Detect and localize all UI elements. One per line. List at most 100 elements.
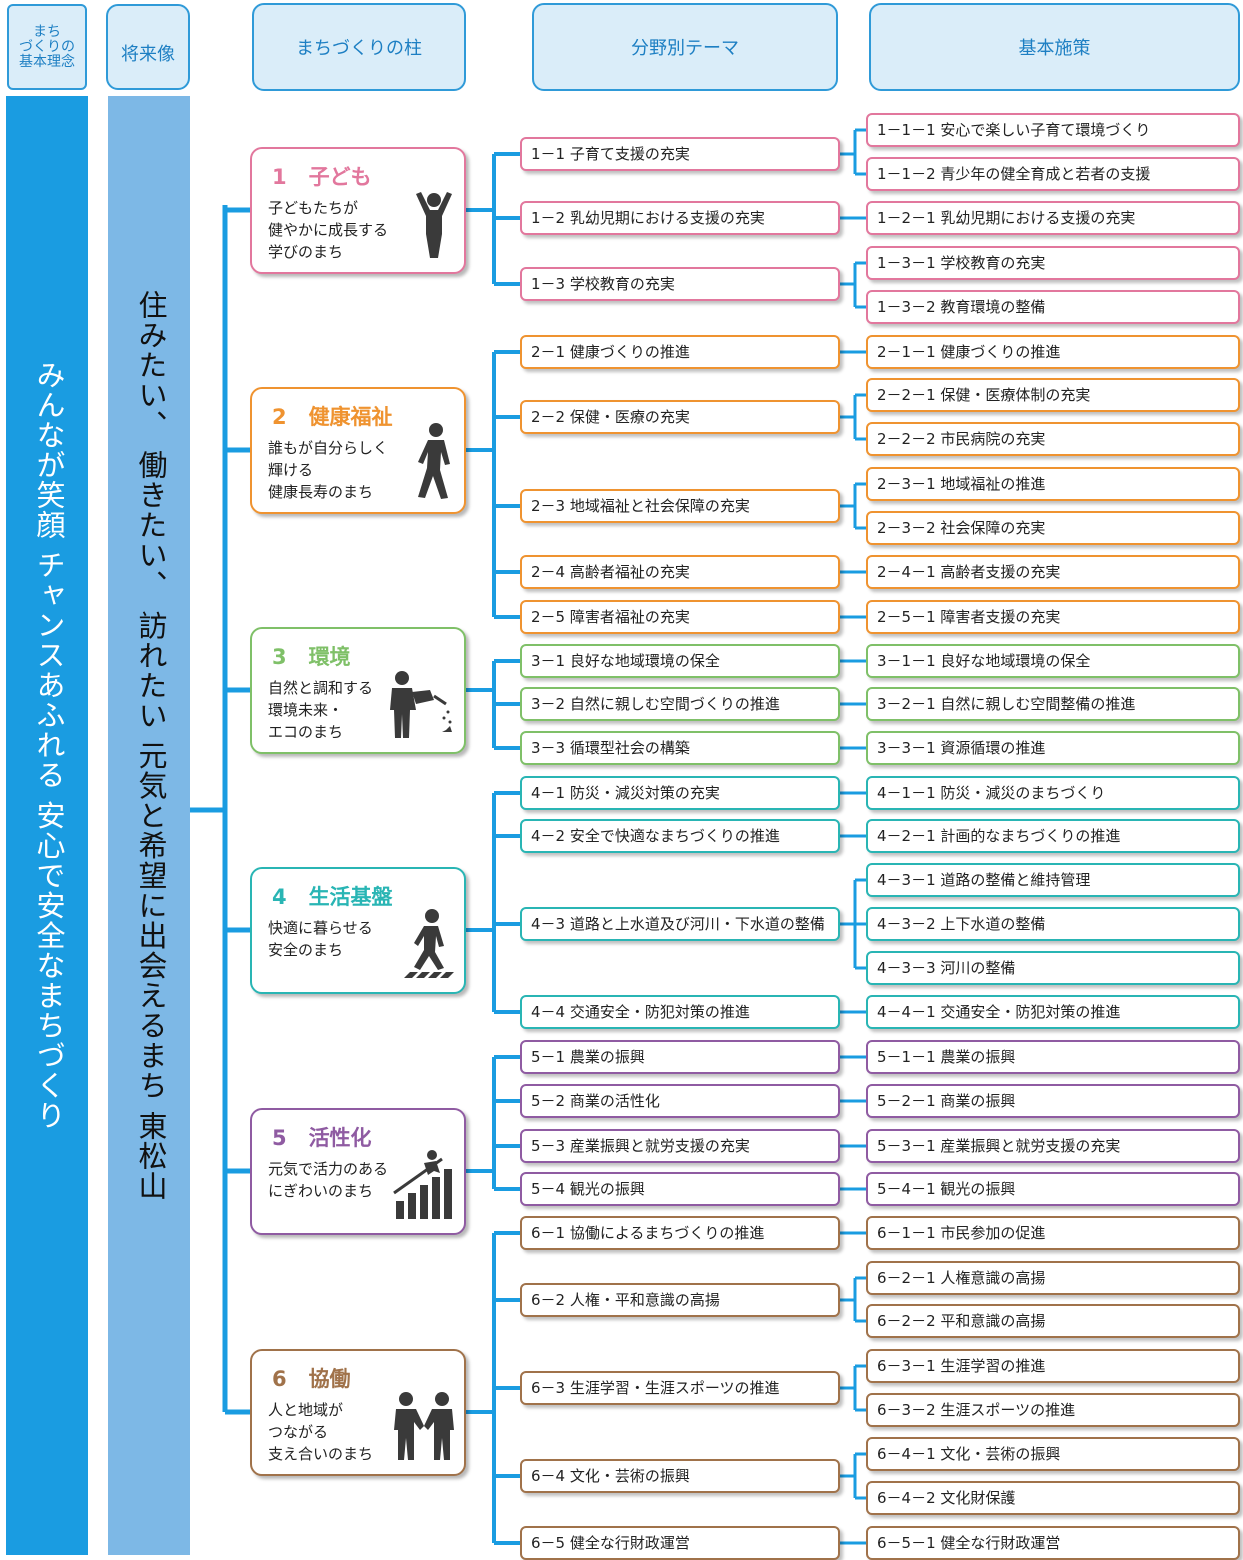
policy-box-label: 6－2－1 人権意識の高揚 — [877, 1269, 1046, 1287]
policy-box-label: 4－2－1 計画的なまちづくりの推進 — [877, 827, 1121, 845]
header-themes: 分野別テーマ — [532, 3, 838, 91]
policy-box: 1－1－2 青少年の健全育成と若者の支援 — [866, 157, 1240, 191]
walking-person-icon — [412, 422, 456, 504]
pillar-description: 自然と調和する環境未来・エコのまち — [268, 677, 373, 743]
policy-box-label: 4－1－1 防災・減災のまちづくり — [877, 784, 1106, 802]
policy-box: 5－2－1 商業の振興 — [866, 1084, 1240, 1118]
policy-box: 2－2－1 保健・医療体制の充実 — [866, 378, 1240, 412]
pillar-description: 誰もが自分らしく輝ける健康長寿のまち — [268, 437, 388, 503]
header-philosophy-label: まち づくりの 基本理念 — [19, 23, 75, 70]
crosswalk-icon — [402, 908, 456, 984]
theme-box: 1－1 子育て支援の充実 — [520, 137, 840, 171]
policy-box: 4－3－1 道路の整備と維持管理 — [866, 863, 1240, 897]
policy-box-label: 4－3－3 河川の整備 — [877, 959, 1016, 977]
philosophy-text: みんなが笑顔 チャンスあふれる 安心で安全なまちづくり — [32, 360, 66, 1131]
policy-box-label: 6－2－2 平和意識の高揚 — [877, 1312, 1046, 1330]
theme-box: 5－2 商業の活性化 — [520, 1084, 840, 1118]
policy-box: 3－1－1 良好な地域環境の保全 — [866, 644, 1240, 678]
theme-box-label: 2－3 地域福祉と社会保障の充実 — [531, 497, 750, 515]
theme-box: 5－4 観光の振興 — [520, 1172, 840, 1206]
theme-box-label: 5－2 商業の活性化 — [531, 1092, 660, 1110]
policy-box-label: 2－2－2 市民病院の充実 — [877, 430, 1046, 448]
policy-box-label: 1－2－1 乳幼児期における支援の充実 — [877, 209, 1136, 227]
pillar-title: 6 協働 — [272, 1363, 351, 1393]
policy-box: 6－4－2 文化財保護 — [866, 1481, 1240, 1515]
pillar-1: 1 子ども子どもたちが健やかに成長する学びのまち — [250, 147, 466, 274]
pillar-description: 元気で活力のあるにぎわいのまち — [268, 1158, 388, 1202]
theme-box-label: 6－4 文化・芸術の振興 — [531, 1467, 690, 1485]
theme-box: 3－1 良好な地域環境の保全 — [520, 644, 840, 678]
policy-box: 5－1－1 農業の振興 — [866, 1040, 1240, 1074]
policy-box: 6－4－1 文化・芸術の振興 — [866, 1437, 1240, 1471]
policy-box-label: 6－4－2 文化財保護 — [877, 1489, 1016, 1507]
policy-box: 4－4－1 交通安全・防犯対策の推進 — [866, 995, 1240, 1029]
header-philosophy: まち づくりの 基本理念 — [7, 4, 87, 90]
policy-box: 4－1－1 防災・減災のまちづくり — [866, 776, 1240, 810]
pillar-title: 1 子ども — [272, 161, 372, 191]
theme-box-label: 6－1 協働によるまちづくりの推進 — [531, 1224, 765, 1242]
pillar-3: 3 環境自然と調和する環境未来・エコのまち — [250, 627, 466, 754]
theme-box-label: 5－4 観光の振興 — [531, 1180, 645, 1198]
policy-box-label: 5－4－1 観光の振興 — [877, 1180, 1016, 1198]
policy-box-label: 6－5－1 健全な行財政運営 — [877, 1534, 1061, 1552]
header-pillars-label: まちづくりの柱 — [296, 38, 422, 59]
theme-box-label: 5－3 産業振興と就労支援の充実 — [531, 1137, 750, 1155]
theme-box: 2－4 高齢者福祉の充実 — [520, 555, 840, 589]
policy-box-label: 2－3－1 地域福祉の推進 — [877, 475, 1046, 493]
theme-box: 2－1 健康づくりの推進 — [520, 335, 840, 369]
header-vision-label: 将来像 — [121, 44, 175, 65]
theme-box: 6－2 人権・平和意識の高揚 — [520, 1283, 840, 1317]
theme-box-label: 1－2 乳幼児期における支援の充実 — [531, 209, 765, 227]
policy-box-label: 2－5－1 障害者支援の充実 — [877, 608, 1061, 626]
pillar-description-line: 学びのまち — [268, 243, 344, 261]
policy-box-label: 6－1－1 市民参加の促進 — [877, 1224, 1046, 1242]
policy-box-label: 4－4－1 交通安全・防犯対策の推進 — [877, 1003, 1121, 1021]
policy-box-label: 3－2－1 自然に親しむ空間整備の推進 — [877, 695, 1136, 713]
policy-box-label: 3－3－1 資源循環の推進 — [877, 739, 1046, 757]
policy-box-label: 6－3－1 生涯学習の推進 — [877, 1357, 1046, 1375]
theme-box-label: 2－5 障害者福祉の充実 — [531, 608, 690, 626]
pillar-description: 快適に暮らせる安全のまち — [268, 917, 373, 961]
theme-box: 5－1 農業の振興 — [520, 1040, 840, 1074]
pillar-description-line: 支え合いのまち — [268, 1445, 374, 1463]
theme-box-label: 6－2 人権・平和意識の高揚 — [531, 1291, 720, 1309]
pillar-title-text: 健康福祉 — [308, 405, 393, 429]
policy-box: 6－2－1 人権意識の高揚 — [866, 1261, 1240, 1295]
pillar-number: 2 — [272, 405, 287, 429]
policy-box-label: 1－1－2 青少年の健全育成と若者の支援 — [877, 165, 1151, 183]
policy-box-label: 1－3－2 教育環境の整備 — [877, 298, 1046, 316]
policy-box: 2－4－1 高齢者支援の充実 — [866, 555, 1240, 589]
policy-box: 6－3－1 生涯学習の推進 — [866, 1349, 1240, 1383]
pillar-title: 3 環境 — [272, 641, 351, 671]
pillar-description-line: 環境未来・ — [268, 701, 344, 719]
policy-box: 4－2－1 計画的なまちづくりの推進 — [866, 819, 1240, 853]
pillar-title: 2 健康福祉 — [272, 401, 393, 431]
theme-box: 2－3 地域福祉と社会保障の充実 — [520, 489, 840, 523]
pillar-description: 人と地域がつながる支え合いのまち — [268, 1399, 373, 1465]
pillar-description-line: 健やかに成長する — [268, 221, 389, 239]
policy-box: 2－1－1 健康づくりの推進 — [866, 335, 1240, 369]
policy-box-label: 4－3－2 上下水道の整備 — [877, 915, 1046, 933]
theme-box-label: 4－3 道路と上水道及び河川・下水道の整備 — [531, 915, 825, 933]
pillar-description-line: 誰もが自分らしく — [268, 439, 389, 457]
policy-box: 4－3－3 河川の整備 — [866, 951, 1240, 985]
policy-box: 6－2－2 平和意識の高揚 — [866, 1304, 1240, 1338]
theme-box: 1－3 学校教育の充実 — [520, 267, 840, 301]
policy-box-label: 5－1－1 農業の振興 — [877, 1048, 1016, 1066]
pillar-description-line: にぎわいのまち — [268, 1182, 374, 1200]
theme-box-label: 6－3 生涯学習・生涯スポーツの推進 — [531, 1379, 780, 1397]
policy-box: 1－1－1 安心で楽しい子育て環境づくり — [866, 113, 1240, 147]
policy-box: 2－3－2 社会保障の充実 — [866, 511, 1240, 545]
pillar-description-line: つながる — [268, 1423, 329, 1441]
theme-box: 4－4 交通安全・防犯対策の推進 — [520, 995, 840, 1029]
policy-box: 5－3－1 産業振興と就労支援の充実 — [866, 1129, 1240, 1163]
child-icon — [412, 190, 456, 264]
pillar-number: 6 — [272, 1367, 287, 1391]
pillar-description-line: 健康長寿のまち — [268, 483, 374, 501]
pillar-title-text: 活性化 — [308, 1126, 372, 1150]
theme-box: 4－3 道路と上水道及び河川・下水道の整備 — [520, 907, 840, 941]
header-policies-label: 基本施策 — [1018, 38, 1091, 59]
theme-box-label: 2－4 高齢者福祉の充実 — [531, 563, 690, 581]
theme-box: 3－3 循環型社会の構築 — [520, 731, 840, 765]
pillar-description-line: 元気で活力のある — [268, 1160, 389, 1178]
